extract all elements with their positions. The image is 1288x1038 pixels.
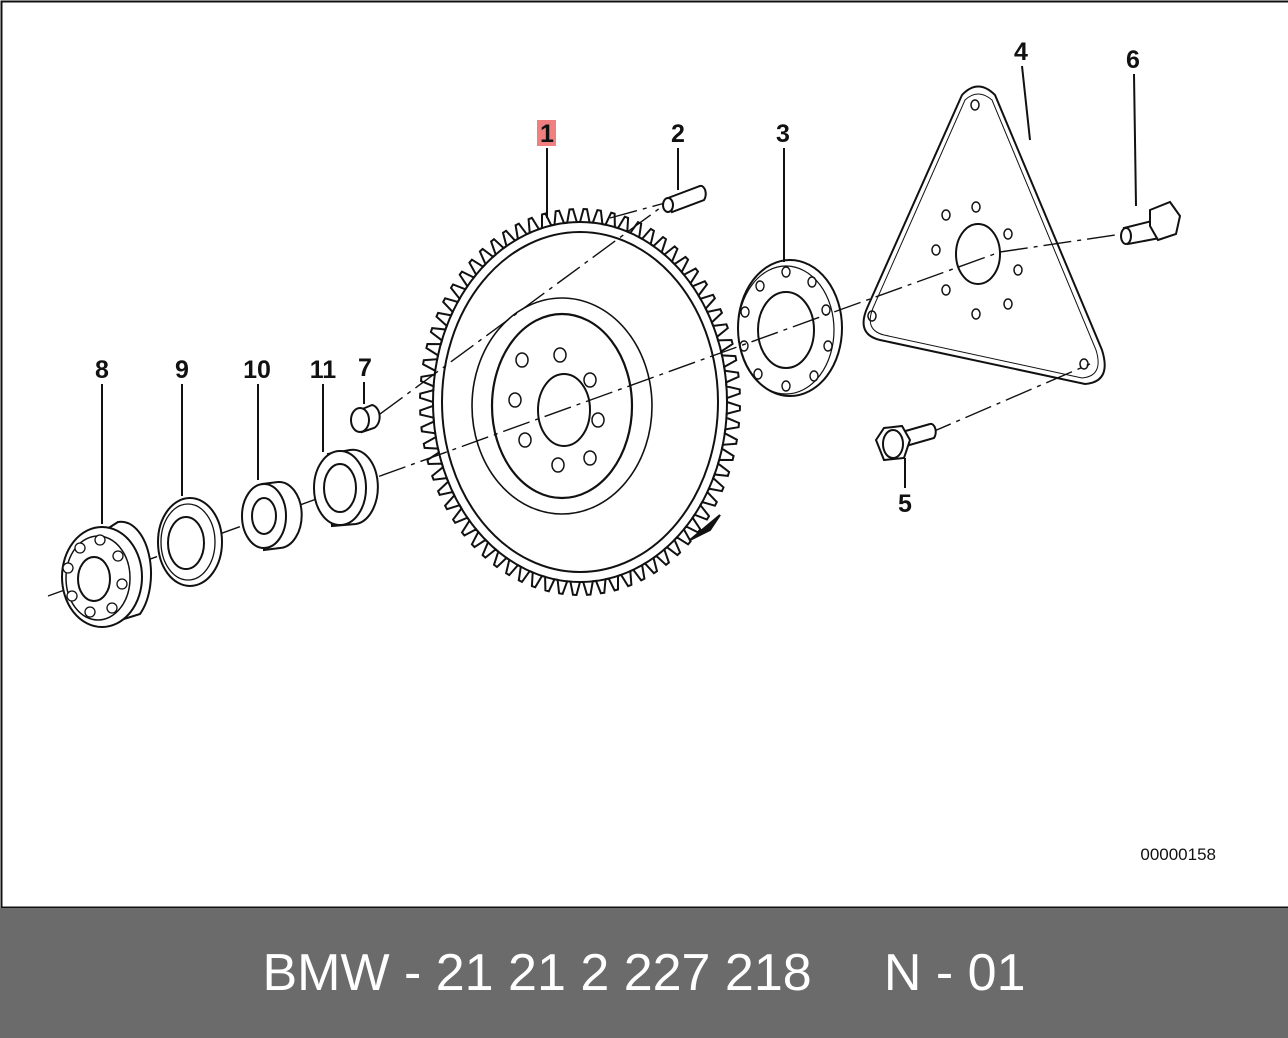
diagram-reference-number: 00000158 — [1140, 845, 1216, 864]
drive-plate-part-4[interactable] — [862, 85, 1106, 386]
callout-2[interactable]: 2 — [671, 120, 685, 148]
callout-4[interactable]: 4 — [1014, 38, 1028, 66]
bushing-part-7[interactable] — [350, 403, 381, 434]
footer-bar: BMW - 21 21 2 227 218 N - 01 — [0, 908, 1288, 1038]
callout-9[interactable]: 9 — [175, 356, 189, 384]
hex-bolt-part-6[interactable] — [1120, 200, 1182, 246]
roller-bearing-part-8[interactable] — [61, 520, 153, 628]
diagram-border — [0, 0, 1288, 908]
callout-6[interactable]: 6 — [1126, 46, 1140, 74]
callout-1[interactable]: 1 — [540, 120, 554, 148]
callout-3[interactable]: 3 — [776, 120, 790, 148]
callout-10[interactable]: 10 — [243, 356, 271, 384]
spacer-ring-part-3[interactable] — [737, 259, 843, 397]
highlight-callout-1 — [537, 120, 556, 146]
hex-bolt-part-5[interactable] — [874, 422, 937, 462]
callout-8[interactable]: 8 — [95, 356, 109, 384]
flywheel-part-1[interactable] — [418, 207, 742, 597]
leader-lines — [101, 65, 1137, 524]
diagram-frame: 1 2 3 4 5 6 7 8 9 10 11 00000158 — [0, 0, 1288, 908]
part-number-label: BMW - 21 21 2 227 218 N - 01 — [262, 944, 1026, 1002]
bearing-ring-part-11[interactable] — [313, 448, 379, 528]
flywheel-bolt-holes — [508, 347, 605, 473]
seal-part-9[interactable] — [157, 497, 223, 587]
callout-11[interactable]: 11 — [310, 356, 337, 384]
callout-7[interactable]: 7 — [358, 354, 372, 382]
parts-diagram: 1 2 3 4 5 6 7 8 9 10 11 00000158 — [0, 0, 1288, 908]
dowel-pin-part-2[interactable] — [662, 184, 707, 214]
callout-5[interactable]: 5 — [898, 490, 912, 518]
sleeve-part-10[interactable] — [241, 480, 303, 552]
